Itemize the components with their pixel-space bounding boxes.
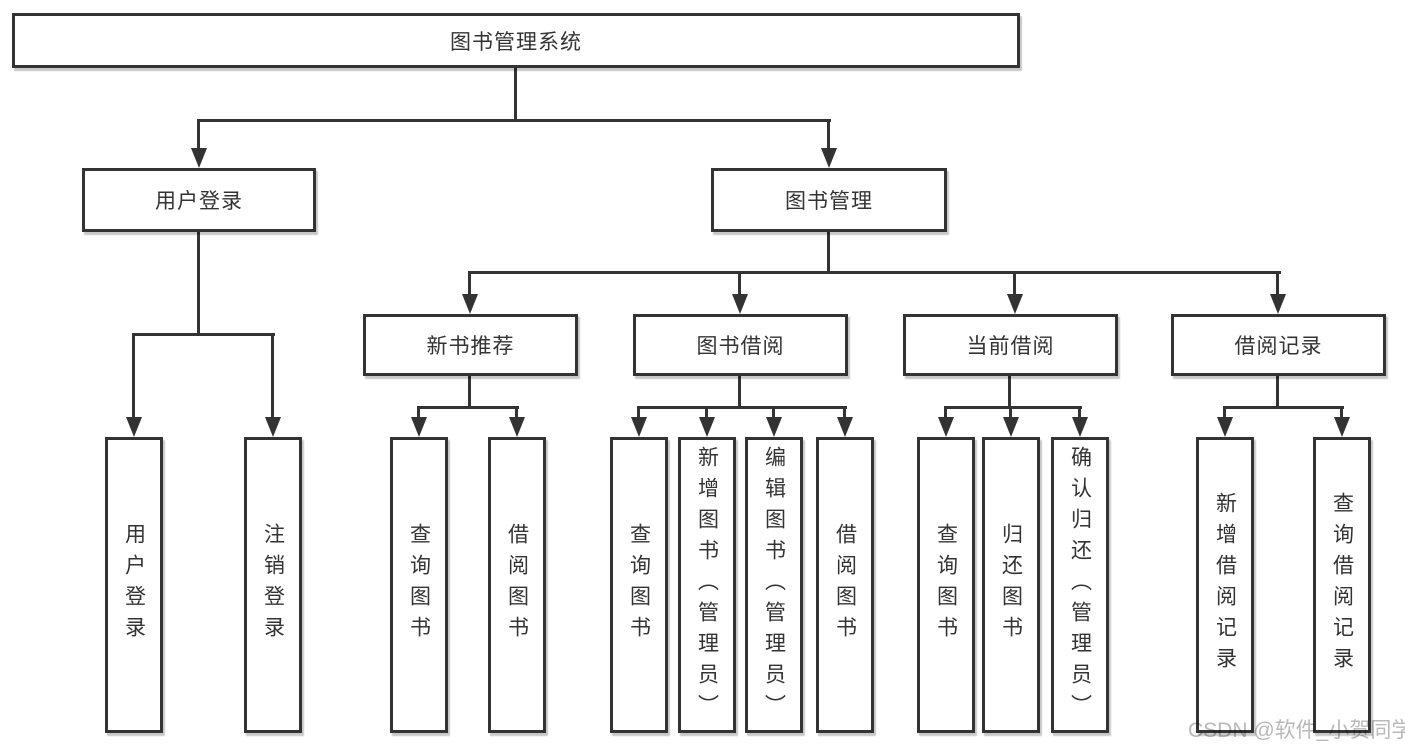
connector-line <box>843 406 846 419</box>
connector-line <box>1008 375 1011 409</box>
node-label: 注销登录 <box>261 523 285 647</box>
node-label: 图书借阅 <box>696 335 785 358</box>
node-label: 当前借阅 <box>966 335 1055 358</box>
connector-line <box>514 68 517 121</box>
connector-line <box>827 119 830 149</box>
connector-line <box>197 231 200 336</box>
node-label: 编辑图书（管理员） <box>762 445 786 725</box>
arrowhead <box>1072 417 1088 437</box>
connector-line <box>197 119 831 122</box>
connector-line <box>132 333 135 418</box>
arrowhead <box>821 148 837 168</box>
arrowhead <box>732 294 748 314</box>
connector-line <box>1223 406 1226 419</box>
node-label: 用户登录 <box>122 523 146 647</box>
arrowhead <box>1003 417 1019 437</box>
arrowhead <box>1270 294 1286 314</box>
leaf-user-login: 用户登录 <box>105 437 163 733</box>
connector-line <box>1078 406 1081 419</box>
arrowhead <box>126 417 142 437</box>
node-library-system: 图书管理系统 <box>12 13 1020 68</box>
node-user-login: 用户登录 <box>82 168 316 232</box>
leaf-edit-book-admin: 编辑图书（管理员） <box>745 437 803 733</box>
node-label: 确认归还（管理员） <box>1068 445 1092 725</box>
node-label: 新增图书（管理员） <box>695 445 719 725</box>
leaf-add-borrow-record: 新增借阅记录 <box>1196 437 1254 733</box>
leaf-query-books-current: 查询图书 <box>917 437 975 733</box>
connector-line <box>132 333 275 336</box>
connector-line <box>271 333 274 418</box>
node-label: 归还图书 <box>999 523 1023 647</box>
node-new-book-recommend: 新书推荐 <box>363 314 578 376</box>
node-label: 用户登录 <box>155 190 243 213</box>
arrowhead <box>462 294 478 314</box>
csdn-watermark: CSDN @软件_小贺同学 <box>1188 719 1405 742</box>
connector-line <box>468 271 471 296</box>
arrowhead <box>837 417 853 437</box>
leaf-add-book-admin: 新增图书（管理员） <box>678 437 736 733</box>
arrowhead <box>631 417 647 437</box>
connector-line <box>1013 271 1016 296</box>
arrowhead <box>1334 417 1350 437</box>
node-label: 查询图书 <box>407 523 431 647</box>
connector-line <box>705 406 708 419</box>
node-label: 图书管理系统 <box>450 30 582 54</box>
node-label: 借阅图书 <box>505 523 529 647</box>
leaf-query-books-recommend: 查询图书 <box>390 437 448 733</box>
connector-line <box>515 406 518 419</box>
arrowhead <box>766 417 782 437</box>
connector-line <box>637 406 640 419</box>
connector-line <box>1276 375 1279 409</box>
leaf-query-books-borrow: 查询图书 <box>610 437 668 733</box>
connector-line <box>944 406 947 419</box>
node-label: 查询图书 <box>627 523 651 647</box>
arrowhead <box>191 148 207 168</box>
leaf-return-book: 归还图书 <box>982 437 1040 733</box>
leaf-borrow-books-recommend: 借阅图书 <box>488 437 546 733</box>
node-label: 新增借阅记录 <box>1213 492 1237 678</box>
connector-line <box>738 271 741 296</box>
node-label: 查询图书 <box>934 523 958 647</box>
connector-line <box>468 271 1281 274</box>
node-borrow-records: 借阅记录 <box>1171 314 1386 376</box>
node-label: 图书管理 <box>785 190 873 213</box>
connector-line <box>1340 406 1343 419</box>
connector-line <box>738 375 741 409</box>
arrowhead <box>509 417 525 437</box>
connector-line <box>417 406 420 419</box>
arrowhead <box>938 417 954 437</box>
connector-line <box>827 231 830 274</box>
node-book-borrow: 图书借阅 <box>633 314 848 376</box>
leaf-confirm-return-admin: 确认归还（管理员） <box>1051 437 1109 733</box>
connector-line <box>772 406 775 419</box>
node-label: 借阅图书 <box>833 523 857 647</box>
arrowhead <box>265 417 281 437</box>
connector-line <box>1223 406 1344 409</box>
node-current-borrow: 当前借阅 <box>903 314 1118 376</box>
leaf-logout: 注销登录 <box>244 437 302 733</box>
node-label: 新书推荐 <box>426 335 515 358</box>
node-label: 查询借阅记录 <box>1330 492 1354 678</box>
arrowhead <box>699 417 715 437</box>
node-label: 借阅记录 <box>1234 335 1323 358</box>
arrowhead <box>1217 417 1233 437</box>
leaf-query-borrow-record: 查询借阅记录 <box>1313 437 1371 733</box>
connector-line <box>1009 406 1012 419</box>
leaf-borrow-books: 借阅图书 <box>816 437 874 733</box>
connector-line <box>1276 271 1279 296</box>
connector-line <box>944 406 1082 409</box>
arrowhead <box>1007 294 1023 314</box>
connector-line <box>468 375 471 409</box>
node-book-management: 图书管理 <box>711 168 947 232</box>
connector-line <box>637 406 847 409</box>
connector-line <box>417 406 519 409</box>
connector-line <box>197 119 200 149</box>
arrowhead <box>411 417 427 437</box>
